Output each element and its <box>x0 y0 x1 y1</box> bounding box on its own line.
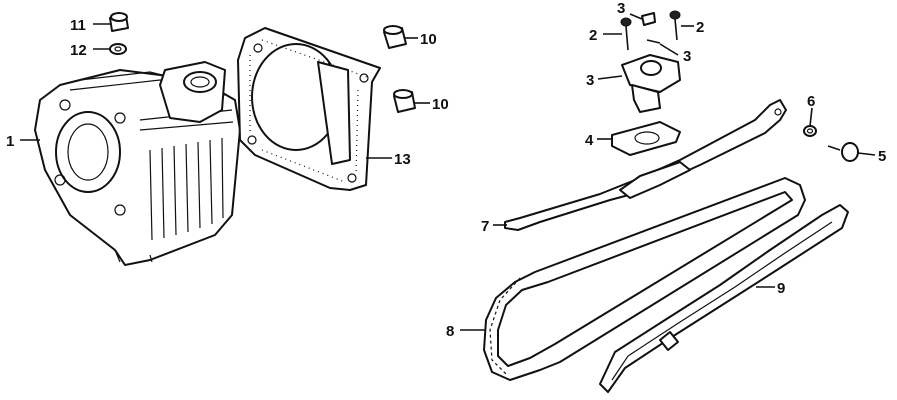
tensioner-small-part-top <box>641 12 656 26</box>
callout-3-right: 3 <box>683 48 691 65</box>
chain-guide-slipper <box>599 204 849 393</box>
callout-5: 5 <box>878 148 886 165</box>
callout-9: 9 <box>777 280 785 297</box>
tensioner-body <box>621 54 681 113</box>
callout-7: 7 <box>481 218 489 235</box>
cylinder-block <box>34 61 241 266</box>
callout-11: 11 <box>70 17 86 34</box>
bolt-part-5 <box>827 142 859 162</box>
callout-6: 6 <box>807 93 815 110</box>
callout-12: 12 <box>70 42 87 59</box>
leader-lines <box>20 13 876 331</box>
callout-labels: 1 11 12 10 10 13 3 2 2 3 3 4 6 5 7 9 8 <box>6 0 886 340</box>
part-11-fitting <box>109 12 129 32</box>
callout-4: 4 <box>585 132 594 149</box>
tensioner-bolt-left <box>620 17 632 51</box>
callout-3-top: 3 <box>617 0 625 17</box>
callout-3-body: 3 <box>586 72 594 89</box>
callout-10-lower: 10 <box>432 96 449 113</box>
cam-chain <box>483 177 806 381</box>
callout-2-left: 2 <box>589 27 597 44</box>
part-12-washer <box>109 43 127 55</box>
tensioner-bolt-right <box>669 10 681 41</box>
head-gasket <box>237 27 381 191</box>
dowel-pin-lower <box>393 89 416 113</box>
callout-13: 13 <box>394 151 411 168</box>
callout-10-upper: 10 <box>420 31 437 48</box>
tensioner-gasket <box>611 121 681 156</box>
dowel-pin-upper <box>383 25 407 49</box>
callout-2-right: 2 <box>696 19 704 36</box>
callout-1: 1 <box>6 133 14 150</box>
washer-part-6 <box>803 125 817 137</box>
callout-8: 8 <box>446 323 454 340</box>
chain-tensioner-guide <box>504 99 787 231</box>
tensioner-spring-clip <box>646 39 661 44</box>
